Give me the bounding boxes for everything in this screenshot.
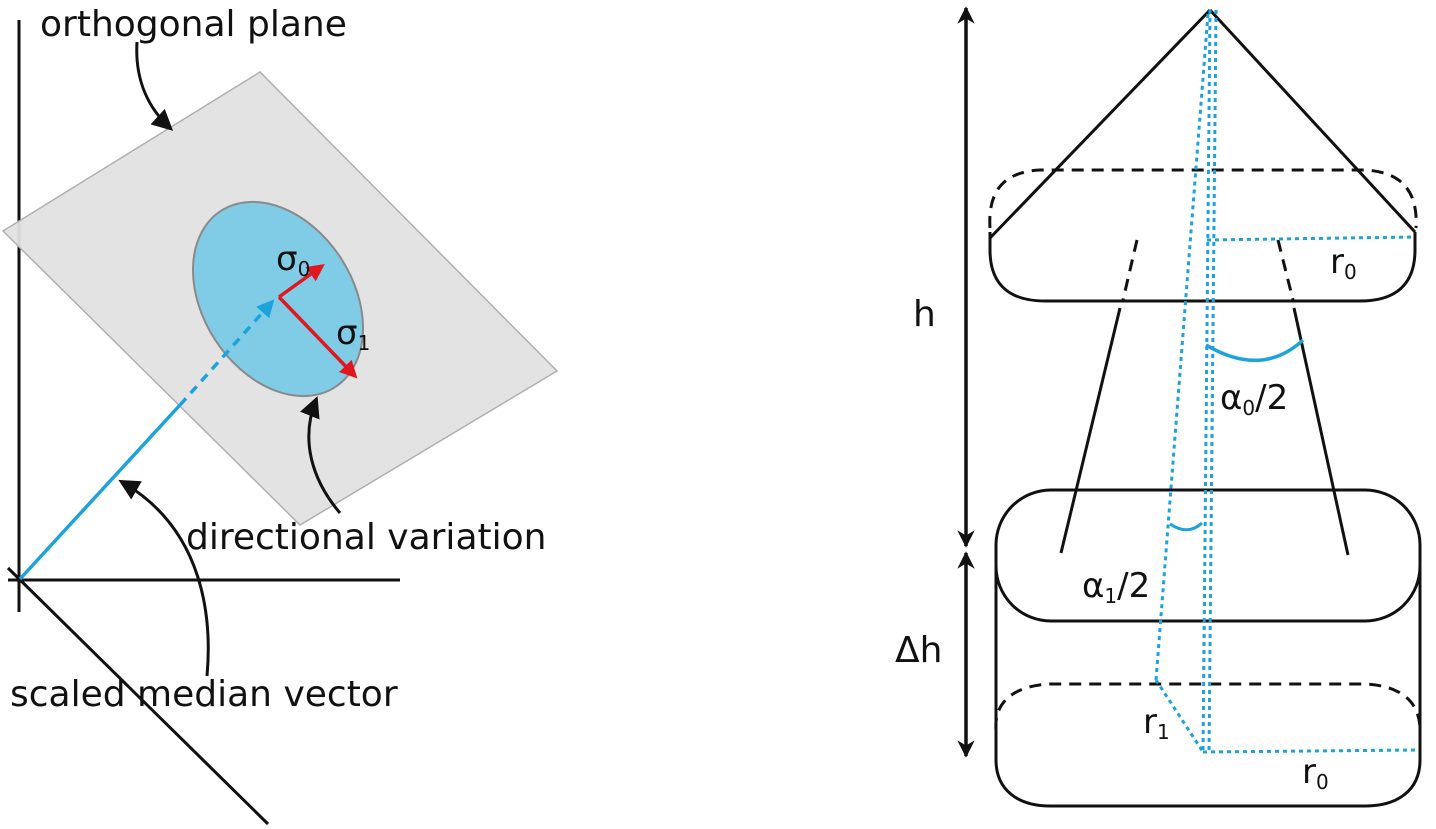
dotted-guides (1154, 9, 1419, 754)
scaled-median-vector (18, 403, 182, 581)
frustum-left-edge (1059, 307, 1122, 554)
alpha1-arc (1169, 521, 1204, 532)
inner-stub-right (1276, 239, 1295, 301)
scaled-median-vector-dashed (178, 299, 275, 407)
sigma1-label: σ1 (336, 313, 370, 355)
alpha0-label: α0/2 (1220, 378, 1288, 420)
directional-variation-label: directional variation (186, 517, 546, 558)
r0-bottom-label: r0 (1302, 752, 1329, 794)
cone-right-edge (1208, 8, 1417, 234)
cone-left-edge (988, 8, 1212, 240)
depth-axis (6, 566, 270, 826)
bottom-capsule-solid (994, 735, 1422, 808)
sigma0-label: σ0 (276, 239, 310, 281)
vector-pointer-arrow (118, 479, 210, 677)
plane-pointer-arrow (135, 41, 174, 131)
bottom-capsule-dashed (994, 682, 1422, 731)
sigma1-arrow (277, 295, 358, 379)
orthogonal-plane-label: orthogonal plane (40, 4, 347, 45)
alpha0-arc (1205, 338, 1305, 363)
inner-stub-left (1121, 239, 1139, 301)
bottom-top-capsule (994, 488, 1422, 623)
scaled-median-vector-label: scaled median vector (10, 674, 398, 715)
alpha1-label: α1/2 (1082, 566, 1150, 608)
r1-label: r1 (1143, 702, 1170, 744)
sigma0-arrow (277, 263, 325, 299)
h-label: h (913, 294, 936, 335)
directional-variation-ellipse (191, 200, 365, 398)
frustum-right-edge (1292, 307, 1350, 556)
right-diagram: h Δh r0 r0 r1 α0/2 α1/2 (895, 6, 1422, 808)
left-diagram: orthogonal plane directional variation s… (1, 4, 559, 826)
variation-pointer-arrow (300, 396, 342, 514)
r0-top-label: r0 (1330, 242, 1357, 284)
top-capsule-dashed (988, 168, 1418, 229)
top-capsule-solid (988, 232, 1417, 303)
delta-h-label: Δh (895, 630, 942, 671)
